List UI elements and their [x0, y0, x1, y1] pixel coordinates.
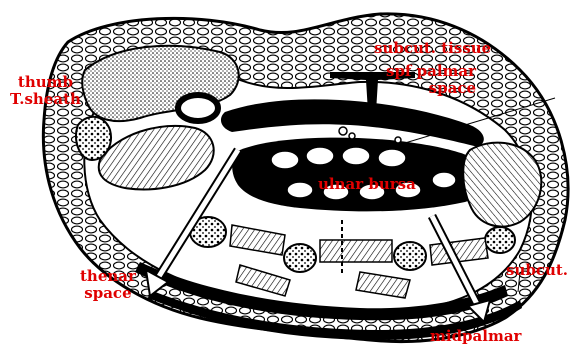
label-midpalmar: midpalmar	[430, 328, 521, 345]
label-subcut-tissue: subcut. tissue	[374, 40, 491, 57]
label-thumb: thumb	[10, 74, 81, 91]
label-spf-palmar: spf palmar	[386, 63, 476, 80]
label-thenar: thenar	[80, 268, 136, 285]
label-space: space	[386, 80, 476, 97]
label-subcut: subcut.	[506, 262, 568, 279]
hypothenar-muscle	[463, 143, 541, 227]
label-spf-palmar-space: spf palmar space	[386, 63, 476, 97]
label-thenar-space-word: space	[80, 285, 136, 302]
label-ulnar-bursa: ulnar bursa	[318, 176, 416, 193]
thumb-bone	[76, 117, 111, 160]
label-thenar-space: thenar space	[80, 268, 136, 302]
label-thumb-sheath: thumb T.sheath	[10, 74, 81, 108]
label-t-sheath: T.sheath	[10, 91, 81, 108]
thumb-tendon-sheath	[178, 95, 218, 121]
